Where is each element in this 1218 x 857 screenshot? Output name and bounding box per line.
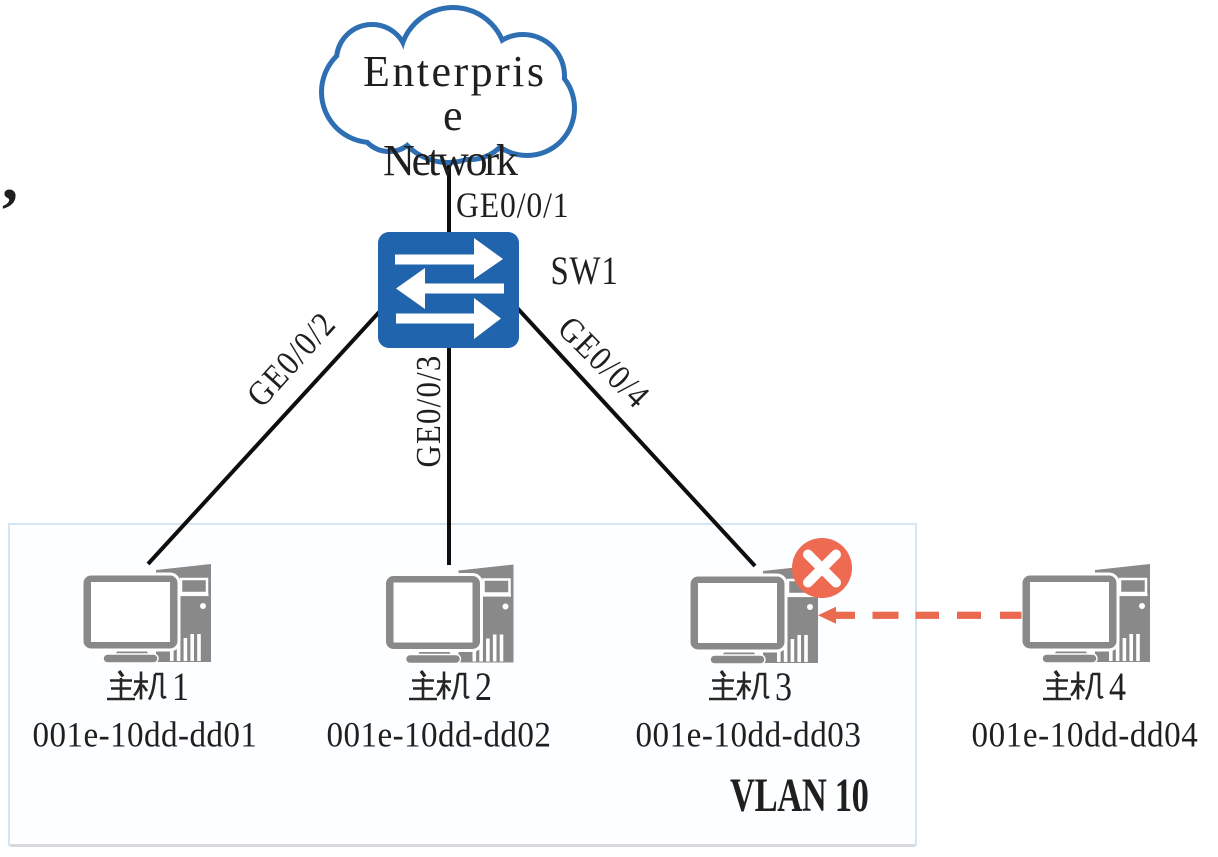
svg-text:Network: Network xyxy=(383,136,518,185)
svg-text:VLAN 10: VLAN 10 xyxy=(730,770,869,823)
svg-text:2: 2 xyxy=(475,666,492,710)
svg-text:001e-10dd-dd01: 001e-10dd-dd01 xyxy=(33,715,257,755)
svg-text:,: , xyxy=(2,142,18,213)
svg-text:e: e xyxy=(443,91,463,140)
svg-text:001e-10dd-dd02: 001e-10dd-dd02 xyxy=(327,715,551,755)
svg-text:SW1: SW1 xyxy=(551,248,618,293)
svg-text:001e-10dd-dd03: 001e-10dd-dd03 xyxy=(636,715,861,755)
svg-text:001e-10dd-dd04: 001e-10dd-dd04 xyxy=(972,715,1198,755)
svg-text:1: 1 xyxy=(172,666,189,710)
svg-text:GE0/0/3: GE0/0/3 xyxy=(410,356,448,468)
svg-text:Enterpris: Enterpris xyxy=(363,47,544,96)
svg-text:GE0/0/1: GE0/0/1 xyxy=(456,186,569,225)
svg-text:4: 4 xyxy=(1109,666,1126,710)
svg-text:3: 3 xyxy=(775,666,792,710)
